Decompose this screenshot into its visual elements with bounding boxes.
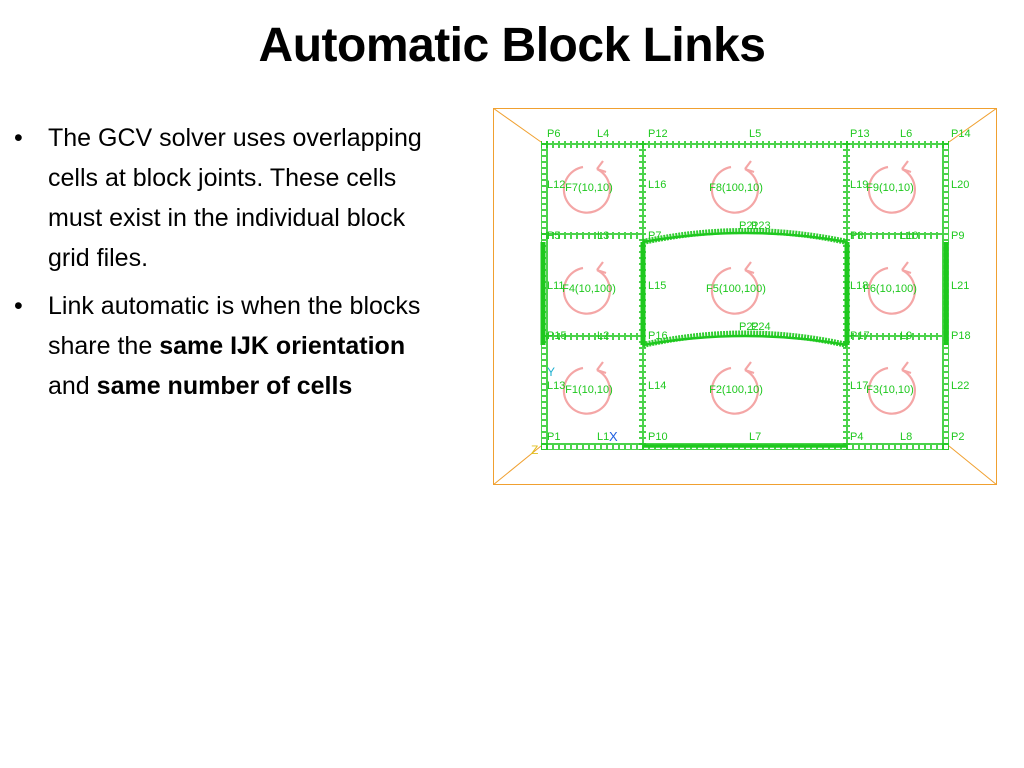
axis-z-label: Z (531, 443, 538, 457)
point-label: P17 (850, 330, 870, 342)
line-label: L21 (951, 280, 969, 292)
point-label: P4 (850, 431, 863, 443)
view-frame (493, 108, 997, 485)
bullet-dot: • (14, 292, 23, 320)
bullet-item: • The GCV solver uses overlapping cells … (10, 118, 450, 278)
line-label: L19 (850, 179, 868, 191)
bullet-text: The GCV solver uses overlapping cells at… (48, 124, 422, 272)
block-edges (540, 231, 949, 448)
axis-x-label: X (609, 429, 618, 444)
point-label: P12 (648, 128, 668, 140)
line-label: L2 (597, 330, 609, 342)
point-label: P15 (547, 330, 567, 342)
line-label: L3 (597, 230, 609, 242)
line-label: L7 (749, 431, 761, 443)
line-label: L14 (648, 380, 666, 392)
point-label: P8 (850, 230, 863, 242)
face-label: F2(100,10) (709, 384, 763, 396)
face-label: F4(10,100) (562, 283, 616, 295)
point-labels: P6 P12 P13 P14 P5 P7 P8 P9 P15 P16 P17 P… (547, 128, 971, 443)
line-label: L10 (900, 230, 918, 242)
face-label: F9(10,10) (866, 182, 914, 194)
face-label: F5(100,100) (706, 283, 766, 295)
point-label: P23 (751, 220, 771, 232)
point-label: P2 (951, 431, 964, 443)
point-label: P22 (739, 321, 759, 333)
line-label: L22 (951, 380, 969, 392)
line-label: L12 (547, 179, 565, 191)
line-labels: L4 L5 L6 L3 L10 L2 L9 L1 L7 L8 L12 L16 L… (547, 128, 969, 443)
point-label: P1 (547, 431, 560, 443)
bullet-item: • Link automatic is when the blocks shar… (10, 286, 450, 406)
point-label: P9 (951, 230, 964, 242)
face-label: F3(10,10) (866, 384, 914, 396)
point-label: P16 (648, 330, 668, 342)
bullet-dot: • (14, 124, 23, 152)
axis-triad: Y X Z (531, 365, 618, 457)
line-label: L17 (850, 380, 868, 392)
line-label: L15 (648, 280, 666, 292)
line-label: L11 (547, 280, 565, 292)
line-label: L13 (547, 380, 565, 392)
face-label: F6(10,100) (863, 283, 917, 295)
bullet-list: • The GCV solver uses overlapping cells … (10, 118, 450, 414)
face-labels: F7(10,10) F8(100,10) F9(10,10) F4(10,100… (562, 182, 917, 396)
line-label: L18 (850, 280, 868, 292)
line-label: L6 (900, 128, 912, 140)
point-label: P21 (739, 220, 759, 232)
line-label: L16 (648, 179, 666, 191)
line-label: L4 (597, 128, 609, 140)
line-label: L9 (900, 330, 912, 342)
rotation-arrows (562, 160, 916, 415)
block-grid-diagram: P6 P12 P13 P14 P5 P7 P8 P9 P15 P16 P17 P… (493, 108, 997, 485)
bullet-text-bold: same IJK orientation (159, 332, 406, 360)
point-label: P13 (850, 128, 870, 140)
line-label: L5 (749, 128, 761, 140)
point-label: P5 (547, 230, 560, 242)
face-label: F1(10,10) (565, 384, 613, 396)
bullet-text-plain: Link automatic is when the blocks share … (48, 292, 421, 360)
point-label: P18 (951, 330, 971, 342)
bullet-text-plain: and (48, 372, 97, 400)
point-label: P14 (951, 128, 971, 140)
line-label: L20 (951, 179, 969, 191)
face-label: F8(100,10) (709, 182, 763, 194)
point-label: P7 (648, 230, 661, 242)
point-label: P10 (648, 431, 668, 443)
point-label: P6 (547, 128, 560, 140)
axis-y-label: Y (547, 365, 555, 379)
slide-title: Automatic Block Links (258, 19, 766, 72)
bullet-text-bold: same number of cells (96, 372, 353, 400)
point-label: P24 (751, 321, 771, 333)
line-label: L8 (900, 431, 912, 443)
line-label: L1 (597, 431, 609, 443)
face-label: F7(10,10) (565, 182, 613, 194)
